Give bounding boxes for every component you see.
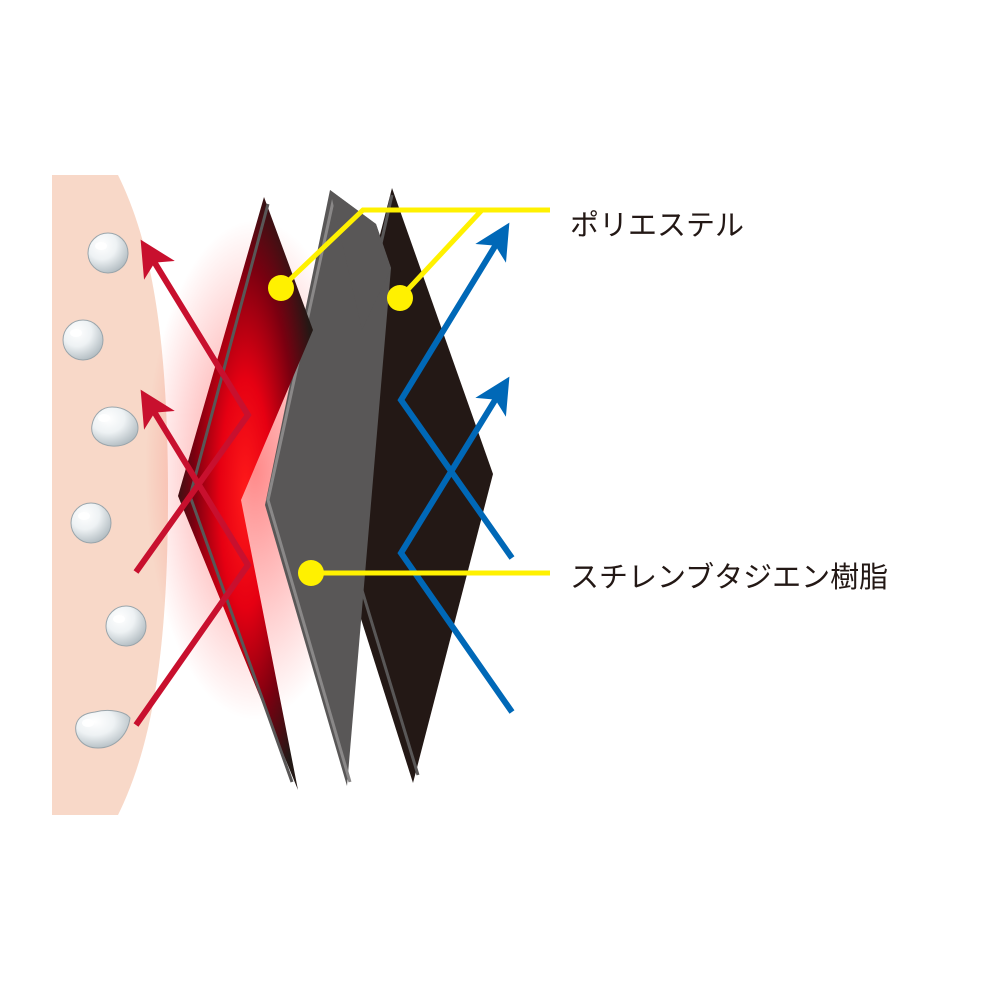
callout-polyester [268,207,550,311]
water-droplets [62,232,147,749]
water-droplet-icon [105,605,147,647]
heat-arrow-icon [133,239,252,574]
callout-dot-icon [298,560,324,586]
cool-arrow-icon [397,376,515,714]
callout-dot-icon [268,275,294,301]
water-droplet-icon [75,709,131,749]
cool-arrow-icon [397,222,515,560]
callout-dot-icon [387,285,413,311]
water-droplet-icon [62,319,104,361]
styrene-butadiene-label: スチレンブタジエン樹脂 [570,560,889,594]
callout-styrene-butadiene [298,560,550,586]
heat-arrows [133,239,252,727]
water-droplet-icon [91,406,139,447]
cool-arrows [397,222,515,714]
polyester-label: ポリエステル [570,208,745,242]
water-droplet-icon [70,502,112,544]
water-droplet-icon [87,232,129,274]
heat-arrow-icon [133,389,252,727]
